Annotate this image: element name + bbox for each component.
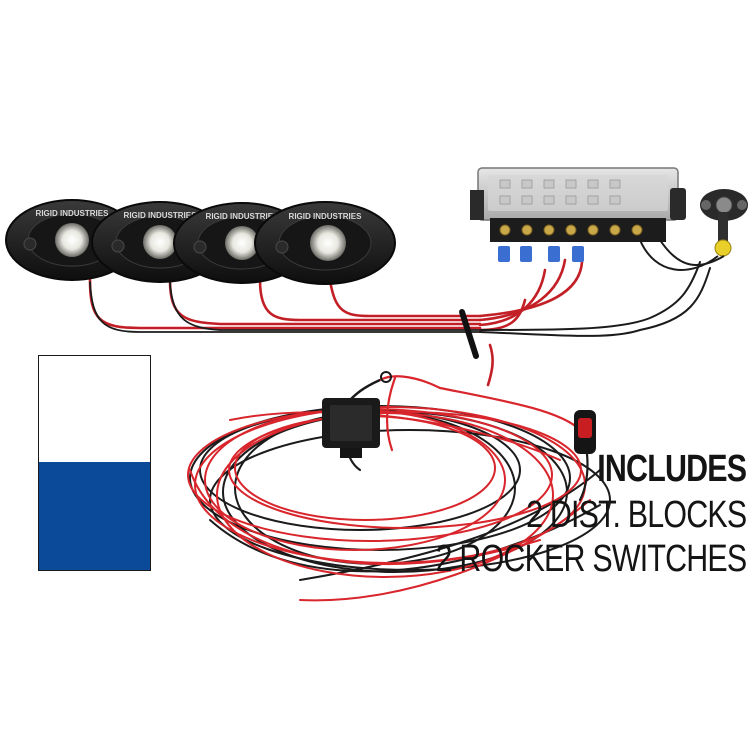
ground-leads bbox=[639, 239, 725, 271]
rock-light-pods: RIGID INDUSTRIES RIGID INDUSTRIES RIGID … bbox=[5, 199, 396, 285]
color-swatch-white bbox=[38, 355, 151, 463]
rocker-switch bbox=[574, 410, 596, 454]
led-lens-icon bbox=[143, 225, 177, 259]
power-stud bbox=[700, 189, 748, 257]
led-lens-icon bbox=[55, 223, 89, 257]
spade-connectors bbox=[498, 246, 584, 262]
wire-break-marker bbox=[459, 309, 479, 359]
distribution-block bbox=[470, 167, 686, 262]
includes-item-rocker-switches: 2 ROCKER SWITCHES bbox=[435, 538, 747, 580]
terminal-screws bbox=[499, 224, 643, 236]
includes-heading: INCLUDES bbox=[597, 448, 747, 490]
includes-item-dist-blocks: 2 DIST. BLOCKS bbox=[525, 494, 747, 536]
led-lens-icon bbox=[225, 226, 259, 260]
rock-light-pod: RIGID INDUSTRIES bbox=[254, 201, 396, 285]
pod-brand-label: RIGID INDUSTRIES bbox=[36, 209, 110, 218]
pod-brand-label: RIGID INDUSTRIES bbox=[289, 212, 363, 221]
pod-lead-wires bbox=[88, 258, 711, 387]
pod-brand-label: RIGID INDUSTRIES bbox=[206, 212, 280, 221]
led-lens-icon bbox=[310, 225, 346, 261]
color-swatch-blue bbox=[38, 462, 151, 571]
fuse-holder bbox=[322, 371, 392, 458]
pod-brand-label: RIGID INDUSTRIES bbox=[124, 211, 198, 220]
